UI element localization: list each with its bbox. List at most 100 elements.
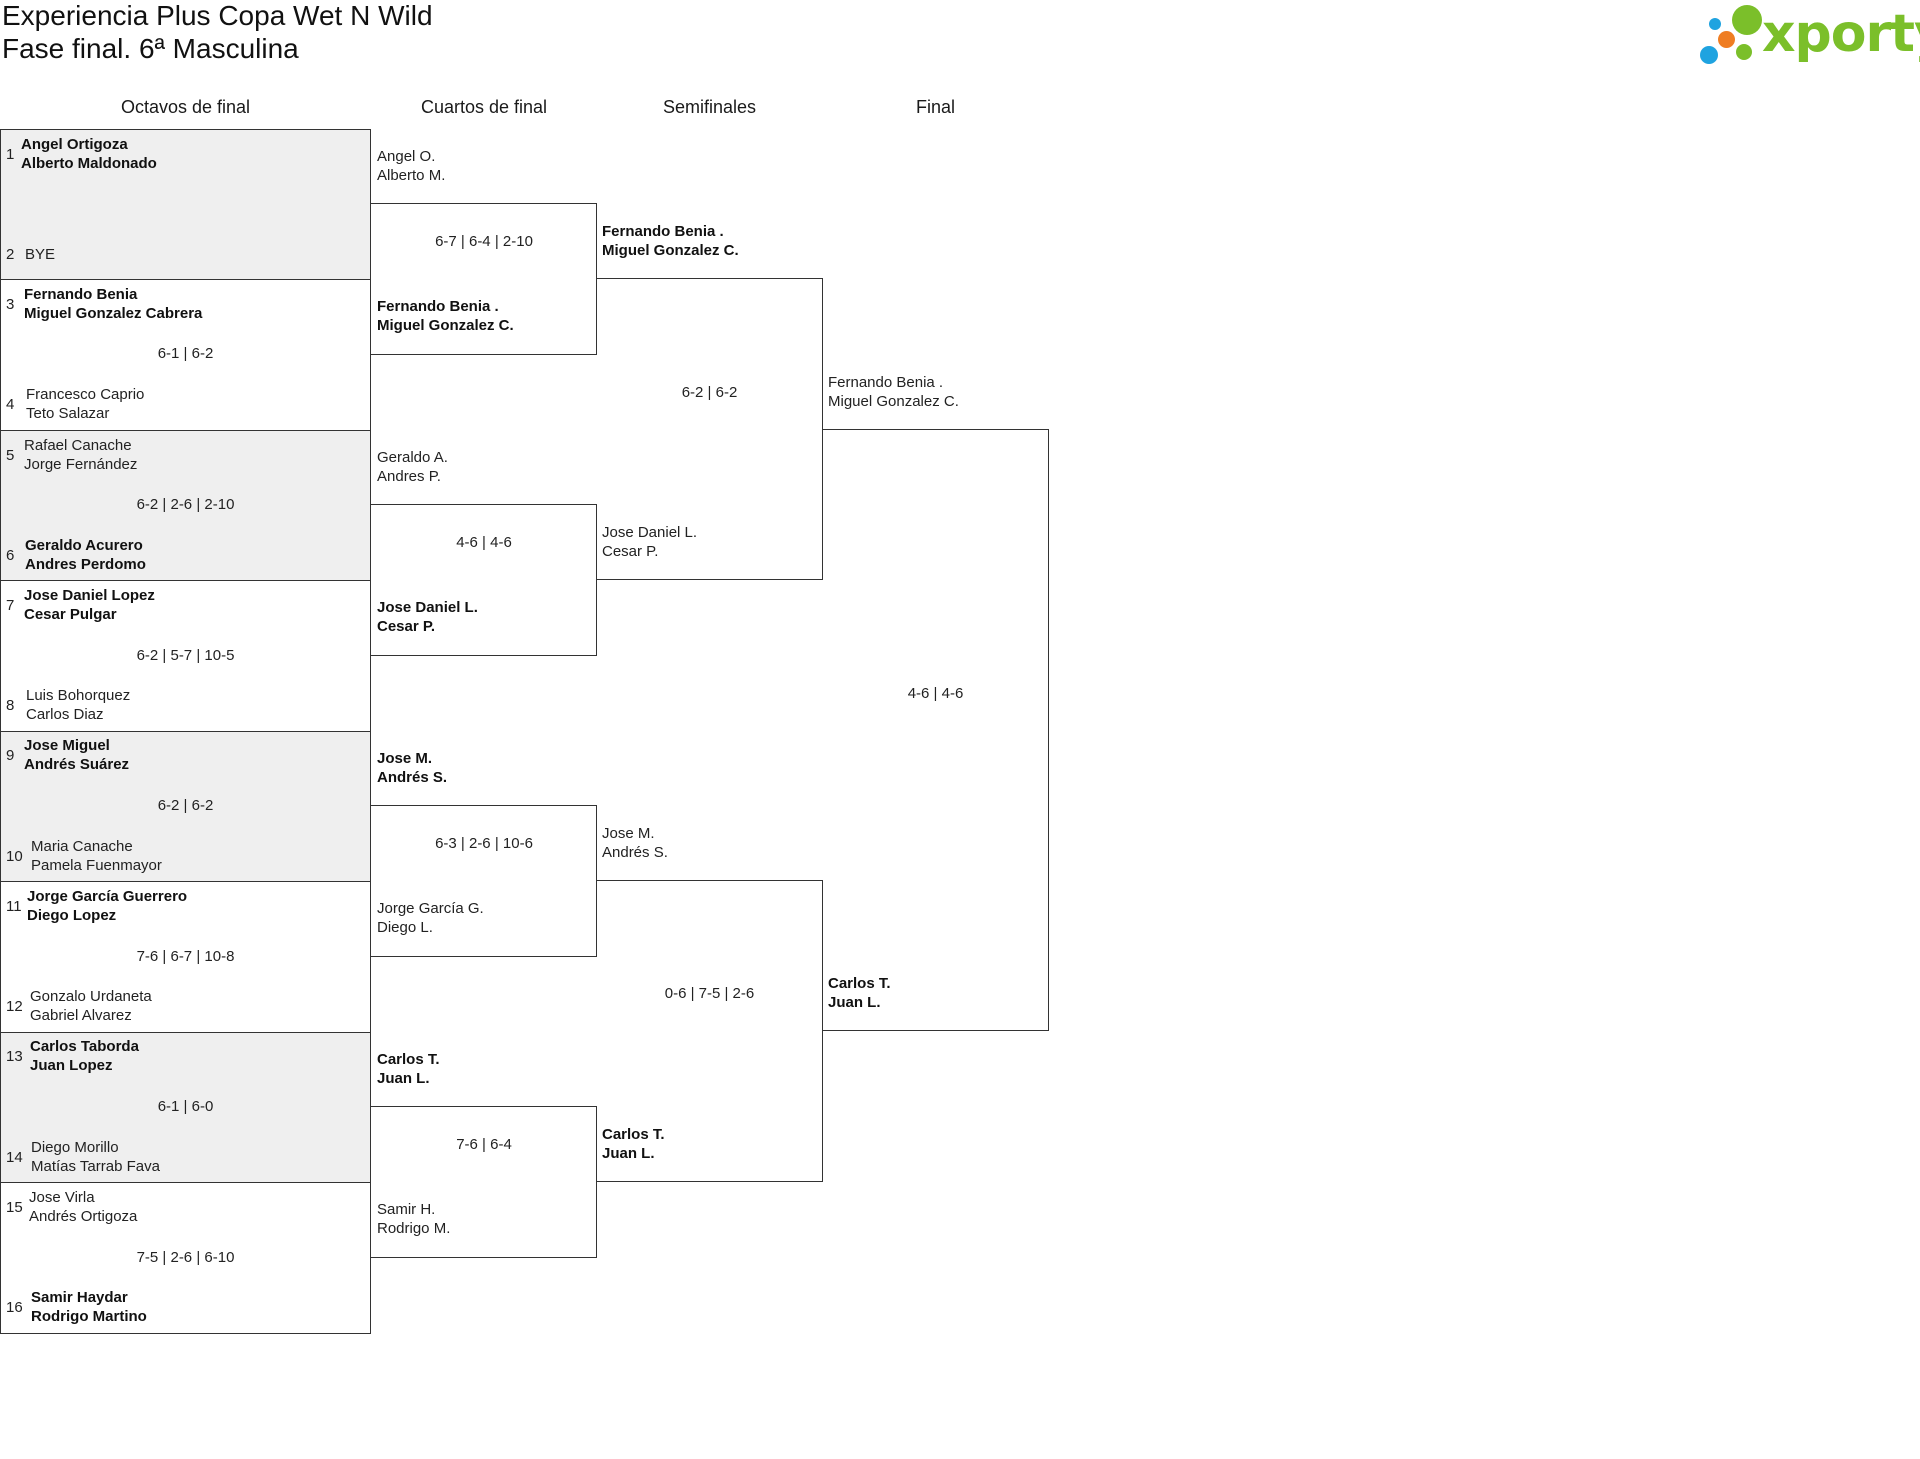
match-score: 6-1 | 6-2 <box>157 345 214 362</box>
seed-number: 9 <box>6 747 15 764</box>
page-subtitle: Fase final. 6ª Masculina <box>2 33 299 64</box>
match-score: 6-1 | 6-0 <box>157 1098 214 1115</box>
team-name: Carlos Taborda Juan Lopez <box>30 1037 139 1075</box>
player-name: Jorge Fernández <box>24 456 138 473</box>
player-name: Miguel Gonzalez C. <box>377 317 514 334</box>
player-name: Gabriel Alvarez <box>30 1007 132 1024</box>
match-score: 7-6 | 6-4 <box>456 1136 512 1153</box>
player-name: Geraldo Acurero <box>25 537 143 554</box>
player-name: Pamela Fuenmayor <box>31 857 162 874</box>
team-name: Fernando Benia . Miguel Gonzalez C. <box>377 297 514 335</box>
player-name: Alberto Maldonado <box>21 155 157 172</box>
player-name: Carlos Taborda <box>30 1038 139 1055</box>
r16-match-5 <box>0 731 371 882</box>
seed-number: 15 <box>6 1199 23 1216</box>
team-name: Jose M. Andrés S. <box>602 824 668 862</box>
match-score: 6-2 | 6-2 <box>157 797 214 814</box>
player-name: Matías Tarrab Fava <box>31 1158 160 1175</box>
team-name: Jorge García Guerrero Diego Lopez <box>27 887 187 925</box>
qf-match-1 <box>371 203 597 355</box>
match-score: 0-6 | 7-5 | 2-6 <box>664 985 755 1002</box>
player-name: Rodrigo Martino <box>31 1308 147 1325</box>
team-name: Carlos T. Juan L. <box>828 974 891 1012</box>
team-name: Jose Daniel L. Cesar P. <box>377 598 478 636</box>
page-title: Experiencia Plus Copa Wet N Wild <box>2 0 433 31</box>
match-score: 6-3 | 2-6 | 10-6 <box>435 835 533 852</box>
team-name: Samir H. Rodrigo M. <box>377 1200 450 1238</box>
team-name: Francesco Caprio Teto Salazar <box>26 385 144 423</box>
player-name: Juan L. <box>377 1070 430 1087</box>
player-name: Rafael Canache <box>24 437 132 454</box>
seed-number: 3 <box>6 296 15 313</box>
seed-number: 1 <box>6 146 15 163</box>
qf-match-3 <box>371 805 597 957</box>
player-name: Juan L. <box>828 994 881 1011</box>
player-name: Carlos T. <box>377 1051 440 1068</box>
xporty-logo: xporty <box>1692 0 1920 70</box>
player-name: Cesar P. <box>377 618 436 635</box>
player-name: Andrés S. <box>377 769 448 786</box>
team-name: Jose Daniel L. Cesar P. <box>602 523 697 561</box>
player-name: Miguel Gonzalez C. <box>602 242 739 259</box>
seed-number: 4 <box>6 396 15 413</box>
match-score: 6-2 | 5-7 | 10-5 <box>136 647 235 664</box>
logo-dot-blue-icon <box>1709 18 1721 30</box>
r16-match-8 <box>0 1182 371 1334</box>
round-header-r16: Octavos de final <box>120 97 251 117</box>
logo-dot-green-icon <box>1732 5 1762 35</box>
player-name: Andres P. <box>377 468 441 485</box>
player-name: Angel Ortigoza <box>21 136 128 153</box>
player-name: Fernando Benia . <box>377 298 499 315</box>
match-score: 7-6 | 6-7 | 10-8 <box>136 948 235 965</box>
logo-wordmark: xporty <box>1762 4 1920 64</box>
final-match <box>822 429 1049 1031</box>
player-name: Geraldo A. <box>377 449 448 466</box>
seed-number: 14 <box>6 1149 23 1166</box>
team-name: Luis Bohorquez Carlos Diaz <box>26 686 130 724</box>
seed-number: 10 <box>6 848 23 865</box>
team-name: Diego Morillo Matías Tarrab Fava <box>31 1138 160 1176</box>
team-name: BYE <box>25 245 55 264</box>
seed-number: 6 <box>6 547 15 564</box>
player-name: Jose M. <box>377 750 433 767</box>
player-name: Rodrigo M. <box>377 1220 451 1237</box>
player-name: Samir H. <box>377 1201 436 1218</box>
round-header-sf: Semifinales <box>662 97 757 117</box>
r16-match-7 <box>0 1032 371 1183</box>
team-name: Jose M. Andrés S. <box>377 749 447 787</box>
player-name: Jose Miguel <box>24 737 110 754</box>
logo-dot-green-small-icon <box>1736 44 1752 60</box>
match-score: 7-5 | 2-6 | 6-10 <box>136 1249 235 1266</box>
qf-match-4 <box>371 1106 597 1258</box>
team-name: Maria Canache Pamela Fuenmayor <box>31 837 162 875</box>
player-name: Andrés Ortigoza <box>29 1208 138 1225</box>
team-name: Jose Miguel Andrés Suárez <box>24 736 129 774</box>
sf-match-2 <box>596 880 823 1182</box>
seed-number: 13 <box>6 1048 23 1065</box>
seed-number: 8 <box>6 697 15 714</box>
team-name: Fernando Benia Miguel Gonzalez Cabrera <box>24 285 202 323</box>
player-name: Andrés S. <box>602 844 668 861</box>
player-name: Carlos T. <box>828 975 891 992</box>
team-name: Angel Ortigoza Alberto Maldonado <box>21 135 157 173</box>
player-name: Luis Bohorquez <box>26 687 131 704</box>
match-score: 4-6 | 4-6 <box>907 685 964 702</box>
player-name: Jose Daniel L. <box>377 599 478 616</box>
team-name: Gonzalo Urdaneta Gabriel Alvarez <box>30 987 152 1025</box>
team-name: Carlos T. Juan L. <box>377 1050 440 1088</box>
player-name: Miguel Gonzalez Cabrera <box>24 305 203 322</box>
player-name: Jorge García Guerrero <box>27 888 188 905</box>
player-name: Juan L. <box>602 1145 655 1162</box>
player-name: Miguel Gonzalez C. <box>828 393 959 410</box>
r16-match-3 <box>0 430 371 581</box>
round-header-qf: Cuartos de final <box>420 97 548 117</box>
player-name: Cesar P. <box>602 543 659 560</box>
player-name: Carlos T. <box>602 1126 665 1143</box>
seed-number: 16 <box>6 1299 23 1316</box>
round-header-final: Final <box>915 97 955 117</box>
team-name: Geraldo A. Andres P. <box>377 448 448 486</box>
player-name: Maria Canache <box>31 838 133 855</box>
player-name: Angel O. <box>377 148 436 165</box>
qf-match-2 <box>371 504 597 656</box>
team-name: Jose Daniel Lopez Cesar Pulgar <box>24 586 155 624</box>
